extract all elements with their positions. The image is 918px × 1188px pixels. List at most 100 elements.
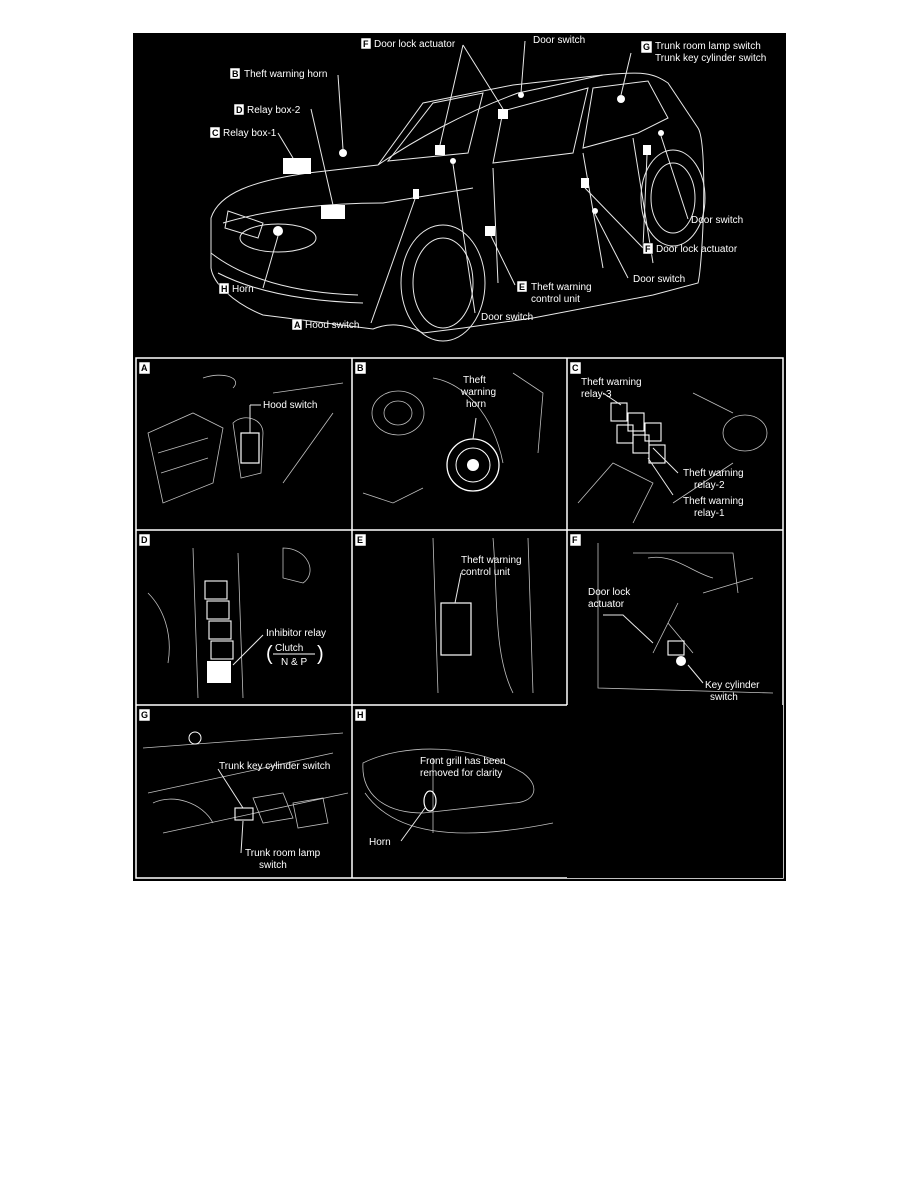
panel-d-body-lines	[147, 547, 311, 699]
leader-door-switch-rear	[660, 135, 689, 220]
leader-door-switch-lower	[594, 213, 629, 279]
horn-marker	[273, 226, 283, 236]
panel-d: D Inhibitor relay Clutch N & P ( )	[138, 533, 326, 699]
car-headlight	[239, 223, 317, 253]
label-relay-box-1: C Relay box-1	[209, 126, 277, 139]
panel-d-clutch-label: Clutch	[275, 643, 303, 654]
panel-c-body-lines	[577, 392, 734, 524]
car-grille	[224, 210, 264, 239]
rear-wheel	[650, 162, 696, 234]
panel-b-strut-inner	[383, 400, 413, 426]
door-lock-actuator-marker-front	[435, 145, 445, 155]
panel-f-tag: F	[572, 535, 578, 545]
panel-d-inhibitor-label: Inhibitor relay	[266, 628, 326, 639]
panel-d-paren-left: (	[266, 643, 273, 665]
door-switch-marker-rear	[658, 130, 664, 136]
car-hood-line	[222, 187, 474, 224]
panel-c-relay-1-l1: Theft warning	[683, 496, 744, 507]
door-lock-actuator-marker-rr	[581, 178, 589, 188]
label-door-switch-front: Door switch	[481, 312, 533, 323]
door-lock-actuator-part	[667, 640, 685, 656]
theft-warning-horn-marker	[339, 149, 347, 157]
panel-f-door-lines	[597, 543, 774, 694]
svg-text:A: A	[294, 320, 301, 330]
door-switch-marker-lower	[592, 208, 598, 214]
panel-b-body-lines	[362, 372, 544, 504]
panel-f-actuator-l2: actuator	[588, 599, 625, 610]
panel-e-label-2: control unit	[461, 567, 510, 578]
panel-g-trunk-key-label: Trunk key cylinder switch	[219, 761, 330, 772]
relay-block	[648, 444, 666, 464]
leader-door-switch-top	[520, 40, 526, 94]
panel-c-relay-2-l2: relay-2	[694, 480, 725, 491]
relay-box-1-marker	[283, 158, 311, 174]
label-theft-warning-horn: B Theft warning horn	[229, 67, 327, 80]
panel-h: H Front grill has been removed for clari…	[354, 708, 554, 848]
panel-e-label-1: Theft warning	[461, 555, 522, 566]
label-theft-warning-control-unit: E Theft warning control unit	[516, 280, 592, 305]
panel-a-tag: A	[141, 363, 148, 373]
panel-g-leaders	[217, 768, 244, 854]
label-door-switch-top: Door switch	[533, 35, 585, 46]
door-lock-actuator-marker-rear	[498, 109, 508, 119]
leader-door-lock-rear	[584, 154, 648, 249]
panel-e-pillar-lines	[432, 537, 534, 694]
door-switch-marker-top	[518, 92, 524, 98]
label-door-switch-lower: Door switch	[633, 274, 685, 285]
horn-center	[467, 459, 479, 471]
panel-b-label-3: horn	[466, 399, 486, 410]
horn-inner-ring	[455, 447, 491, 483]
panel-c-relay-3-l1: Theft warning	[581, 377, 642, 388]
panel-c-reservoir	[722, 414, 768, 452]
panel-c-relay-1-l2: relay-1	[694, 508, 725, 519]
panel-e: E Theft warning control unit	[354, 533, 534, 694]
panel-f-leaders	[603, 614, 704, 684]
panel-c: C Theft warning relay-3 Theft warning re…	[569, 361, 768, 524]
door-lock-actuator-marker-rr2	[643, 145, 651, 155]
relay-block	[616, 424, 634, 444]
panel-e-tag: E	[357, 535, 363, 545]
label-relay-box-2: D Relay box-2	[233, 103, 301, 116]
label-door-lock-actuator-top: F Door lock actuator	[360, 37, 456, 50]
panel-g-bolt	[188, 731, 202, 745]
relay-block	[644, 422, 662, 442]
svg-text:Theft warning horn: Theft warning horn	[244, 69, 327, 80]
hood-switch-part	[240, 432, 260, 464]
panel-b-tag: B	[357, 363, 364, 373]
panel-a-leader	[249, 404, 261, 433]
empty-cell	[567, 705, 783, 878]
trunk-switch-marker	[617, 95, 625, 103]
relay-blocks	[610, 402, 666, 464]
svg-text:Trunk room lamp switch: Trunk room lamp switch	[655, 41, 761, 52]
panel-c-relay-2-l1: Theft warning	[683, 468, 744, 479]
leader-theft-unit	[490, 235, 516, 286]
panel-c-tag: C	[572, 363, 579, 373]
svg-text:F: F	[645, 244, 651, 254]
panel-b-leader	[472, 417, 477, 440]
grid-frame	[135, 357, 784, 879]
svg-text:C: C	[212, 128, 219, 138]
svg-text:Trunk key cylinder switch: Trunk key cylinder switch	[655, 53, 766, 64]
svg-text:Relay box-1: Relay box-1	[223, 128, 277, 139]
panel-b: B Theft warning horn	[354, 361, 544, 504]
panel-d-leader	[232, 634, 264, 666]
svg-text:Theft warning: Theft warning	[531, 282, 592, 293]
horn-part	[423, 790, 437, 812]
leader-hood-switch	[370, 198, 416, 324]
panel-b-label-2: warning	[460, 387, 496, 398]
leader-horn-b	[337, 74, 344, 150]
panel-d-paren-right: )	[317, 643, 324, 665]
car-windshield	[386, 92, 484, 162]
theft-warning-control-unit-part	[440, 602, 472, 656]
panel-f-key-l2: switch	[710, 692, 738, 703]
car-overview: F Door lock actuator Door switch G Trunk…	[209, 35, 766, 342]
theft-control-unit-marker	[485, 226, 495, 236]
trunk-room-lamp-switch-part	[234, 807, 254, 821]
panel-h-note-l1: Front grill has been	[420, 756, 506, 767]
detail-panel-grid	[135, 357, 784, 879]
inhibitor-relay-stack	[204, 580, 234, 683]
front-wheel	[412, 237, 474, 329]
label-door-lock-actuator-rear: F Door lock actuator	[642, 242, 738, 255]
label-hood-switch: A Hood switch	[291, 318, 359, 331]
panel-h-leader	[400, 807, 426, 842]
